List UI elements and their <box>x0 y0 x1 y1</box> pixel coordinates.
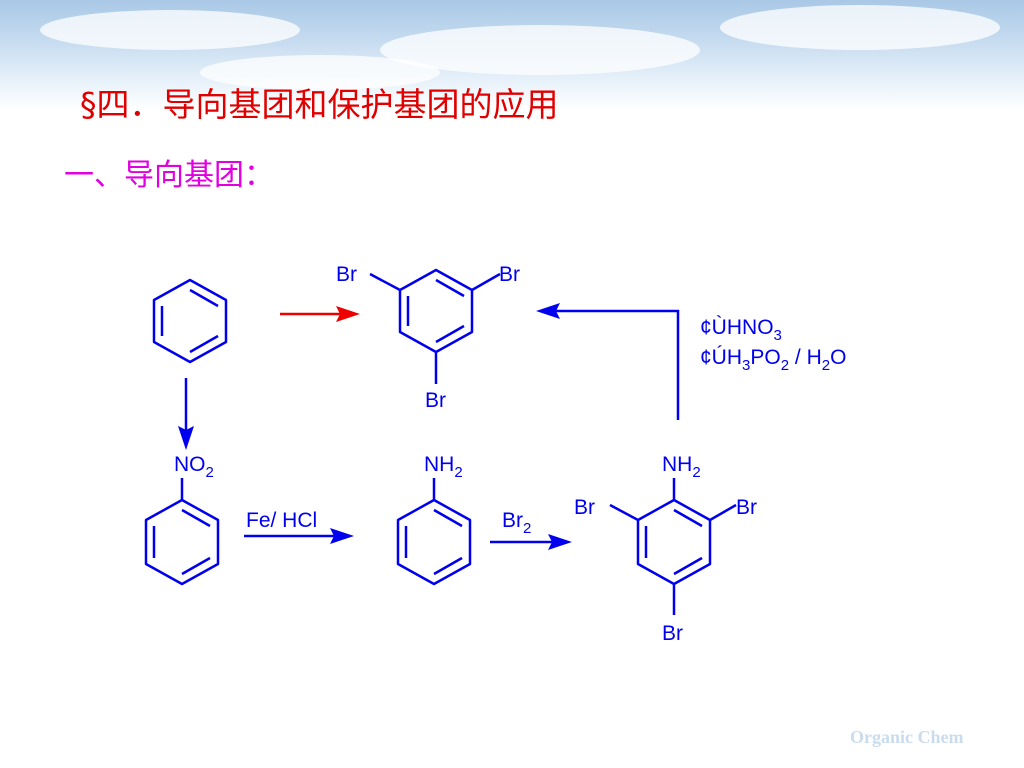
cloud <box>200 55 440 90</box>
benzene-ring <box>152 278 228 364</box>
nitro-group-label: NO2 <box>174 453 214 481</box>
sky-background <box>0 0 1024 110</box>
tribromobenzene-ring <box>369 268 501 384</box>
step2-reagent: ¢ÚH3PO2 / H2O <box>700 346 846 374</box>
cloud <box>40 10 300 50</box>
red-arrow <box>280 306 360 322</box>
reagent-fe-hcl: Fe/ HCl <box>246 509 317 532</box>
br-label: Br <box>336 263 357 286</box>
nitrobenzene-ring <box>144 478 220 586</box>
amino-group-label: NH2 <box>424 453 463 481</box>
watermark: Organic Chem <box>850 727 964 747</box>
section-subtitle: 一、导向基团： <box>64 158 274 193</box>
reagent-br2: Br2 <box>502 509 531 537</box>
down-arrow <box>178 378 194 450</box>
cloud <box>720 5 1000 50</box>
br-label: Br <box>425 389 446 412</box>
page-title: §四．导向基团和保护基团的应用 <box>80 85 559 124</box>
br2-arrow <box>490 534 572 550</box>
amino-group-label: NH2 <box>662 453 701 481</box>
step1-reagent: ¢ÙHNO3 <box>700 316 782 344</box>
br-label: Br <box>662 622 683 645</box>
aniline-ring <box>396 478 472 586</box>
br-label: Br <box>574 496 595 519</box>
fe-hcl-arrow <box>244 528 354 544</box>
tribromoaniline-ring <box>609 478 737 615</box>
br-label: Br <box>736 496 757 519</box>
br-label: Br <box>499 263 520 286</box>
return-arrow <box>536 303 680 420</box>
